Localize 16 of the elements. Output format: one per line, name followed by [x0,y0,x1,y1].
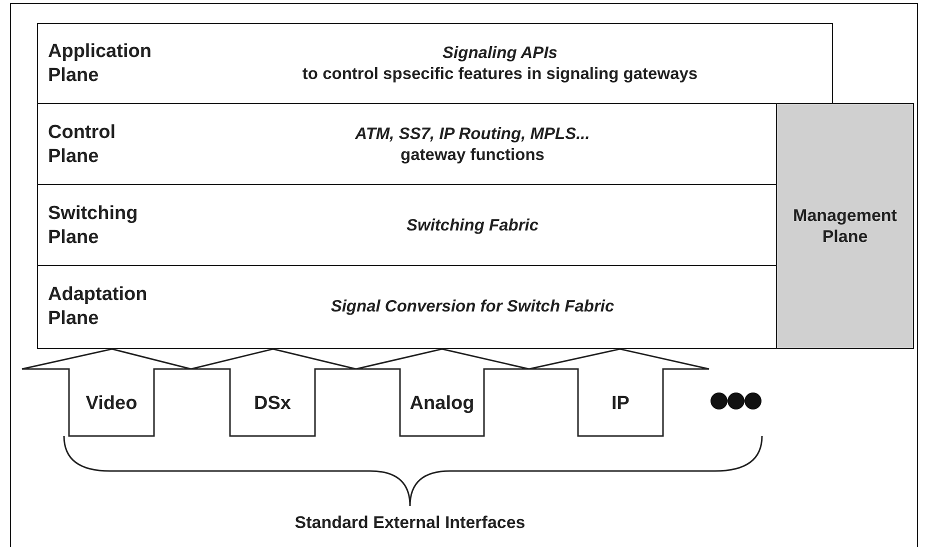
plane-description: Switching Fabric [405,215,540,236]
plane-band [37,103,778,186]
block-arrow [528,348,710,437]
plane-band [37,23,833,105]
plane-heading: Application Plane [48,40,152,88]
plane-description: ATM, SS7, IP Routing, MPLS... gateway functions [354,124,591,166]
brace-caption: Standard External Interfaces [294,513,526,533]
panel-label: Management Plane [792,205,898,247]
plane-description: Signal Conversion for Switch Fabric [330,296,616,318]
plane-description: Signaling APIs to control spsecific features in signaling gateways [301,43,699,85]
management-panel [776,103,914,349]
plane-heading: Switching Plane [48,202,139,250]
plane-band [37,265,778,349]
plane-band [37,184,778,267]
plane-heading: Adaptation Plane [48,283,148,331]
plane-heading: Control Plane [48,120,117,168]
